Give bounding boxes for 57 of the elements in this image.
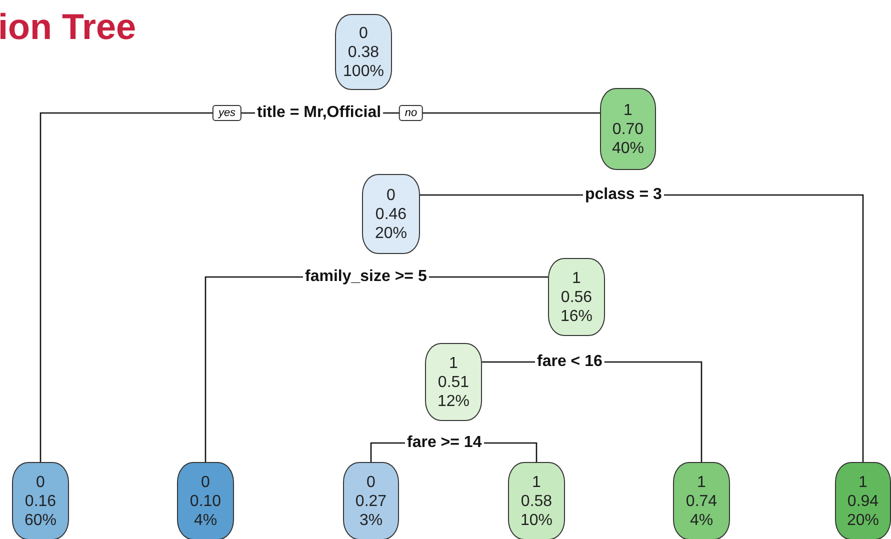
edge-label: yes [212,105,242,121]
connector-line [482,361,535,363]
node-value: 0.70 [612,120,644,138]
tree-node [600,88,656,170]
node-value: 1 [624,100,632,120]
node-value: 1 [449,354,458,372]
node-value: 0 [366,472,376,492]
node-value: 1 [572,268,581,288]
node-value: 0.56 [560,288,592,306]
node-value: 0.16 [24,492,56,510]
node-value: 0.38 [348,42,380,62]
node-value: 0.94 [847,492,879,510]
node-value: 0 [359,24,368,42]
tree-node [12,462,69,539]
connector-line [484,442,538,462]
edge-label: no [398,105,424,121]
connector-line [420,194,583,196]
tree-node [673,462,730,539]
connector-line [604,361,702,462]
connector-line [204,276,303,462]
connector-line [370,442,405,462]
node-value: 0 [386,186,396,204]
node-value: 20% [374,224,408,242]
connector-line [428,276,548,278]
node-value: 1 [532,472,541,492]
node-value: 4% [690,510,714,530]
split-label: family_size >= 5 [303,268,429,286]
node-value: 100% [343,62,384,80]
title: ion Tree [0,6,136,48]
node-value: 0.27 [355,492,387,510]
tree-node [335,14,392,90]
tree-node [548,258,605,336]
tree-node [362,174,420,254]
connector-line [664,194,864,462]
node-value: 1 [697,472,706,492]
split-label: pclass = 3 [583,186,664,204]
tree-node [343,462,399,539]
node-value: 0 [36,472,45,492]
node-value: 0.58 [520,492,552,510]
tree-node [835,462,891,539]
node-value: 16% [560,306,593,326]
node-value: 4% [194,510,218,530]
node-value: 3% [359,510,383,530]
node-value: 0.74 [686,492,718,510]
node-value: 12% [437,392,470,410]
node-value: 1 [858,472,868,492]
tree-node [508,462,565,539]
node-value: 0 [201,472,210,492]
tree-node [177,462,234,539]
node-value: 60% [24,510,57,530]
node-value: 0.10 [190,492,222,510]
tree-node [425,343,482,421]
node-value: 0.51 [438,372,470,392]
node-value: 10% [520,510,553,530]
node-value: 20% [846,510,880,530]
node-value: 0.46 [375,204,407,224]
node-value: 40% [612,138,644,158]
